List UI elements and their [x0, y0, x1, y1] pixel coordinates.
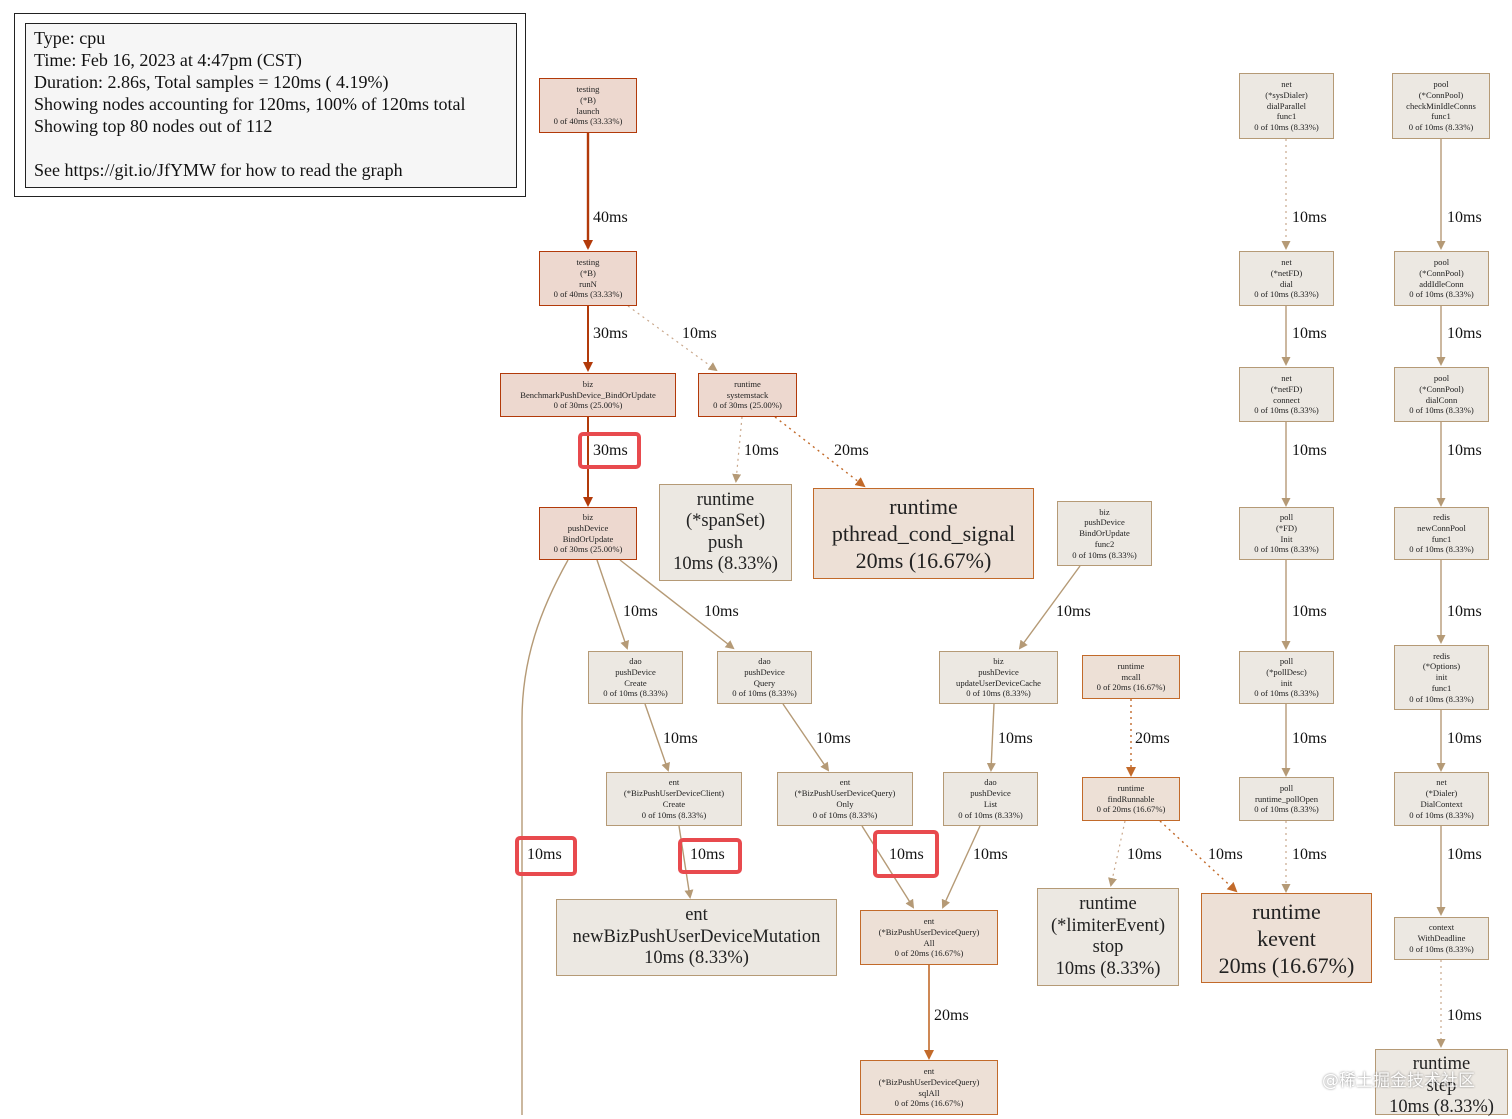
edge-label: 10ms: [1292, 603, 1327, 620]
edge-label: 10ms: [690, 846, 725, 863]
legend-type: Type: cpu: [34, 28, 106, 48]
highlight-box: [578, 432, 641, 469]
edge-label: 10ms: [1056, 603, 1091, 620]
edge-label: 10ms: [1292, 209, 1327, 226]
edge-sys-spanset: [732, 416, 743, 483]
edge-label: 10ms: [663, 730, 698, 747]
edge-func2-cache: [1018, 565, 1081, 650]
edge-label: 10ms: [973, 846, 1008, 863]
edge-label: 10ms: [1208, 846, 1243, 863]
edge-cache-list: [986, 703, 996, 772]
edge-label: 10ms: [1447, 325, 1482, 342]
edge-only-all: [861, 825, 915, 909]
highlight-box: [873, 830, 939, 878]
edge-label: 10ms: [682, 325, 717, 342]
edge-label: 20ms: [934, 1007, 969, 1024]
legend-time: Time: Feb 16, 2023 at 4:47pm (CST): [34, 50, 302, 70]
edge-sys-pthread: [774, 416, 866, 488]
edge-label: 30ms: [593, 325, 628, 342]
edge-bind-query: [619, 559, 735, 650]
edge-label: 30ms: [593, 442, 628, 459]
edge-bind-down: [521, 559, 569, 1115]
edge-client-mutation: [678, 825, 694, 899]
edge-label: 10ms: [1447, 209, 1482, 226]
edge-query-only: [782, 703, 830, 772]
edge-label: 10ms: [998, 730, 1033, 747]
edge-label: 10ms: [889, 846, 924, 863]
edge-label: 10ms: [1292, 730, 1327, 747]
edge-label: 10ms: [1292, 442, 1327, 459]
edge-label: 10ms: [704, 603, 739, 620]
edge-label: 10ms: [1127, 846, 1162, 863]
edge-label: 10ms: [1292, 325, 1327, 342]
edge-bind-create: [596, 559, 630, 650]
edge-label: 10ms: [1292, 846, 1327, 863]
edge-label: 10ms: [527, 846, 562, 863]
edge-label: 10ms: [744, 442, 779, 459]
edge-label: 10ms: [1447, 442, 1482, 459]
edge-label: 10ms: [1447, 730, 1482, 747]
edge-list-all: [941, 825, 981, 909]
edge-find-limiter: [1108, 820, 1126, 887]
legend-spacer: [34, 137, 508, 159]
highlight-box: [678, 838, 742, 874]
edge-label: 10ms: [1447, 603, 1482, 620]
edge-label: 10ms: [1447, 846, 1482, 863]
edge-runN-systemstack: [627, 305, 718, 372]
legend-help-link[interactable]: See https://git.io/JfYMW for how to read…: [34, 160, 403, 180]
legend-showing-top: Showing top 80 nodes out of 112: [34, 116, 273, 136]
edge-label: 20ms: [1135, 730, 1170, 747]
edge-label: 10ms: [1447, 1007, 1482, 1024]
profile-legend: Type: cpu Time: Feb 16, 2023 at 4:47pm (…: [25, 23, 517, 188]
highlight-box: [515, 836, 577, 876]
edge-label: 10ms: [623, 603, 658, 620]
legend-showing-nodes: Showing nodes accounting for 120ms, 100%…: [34, 94, 466, 114]
edge-label: 40ms: [593, 209, 628, 226]
edge-label: 20ms: [834, 442, 869, 459]
watermark: @稀土掘金技术社区: [1322, 1071, 1475, 1091]
edge-create-client: [644, 703, 670, 772]
legend-duration: Duration: 2.86s, Total samples = 120ms (…: [34, 72, 389, 92]
edge-label: 10ms: [816, 730, 851, 747]
